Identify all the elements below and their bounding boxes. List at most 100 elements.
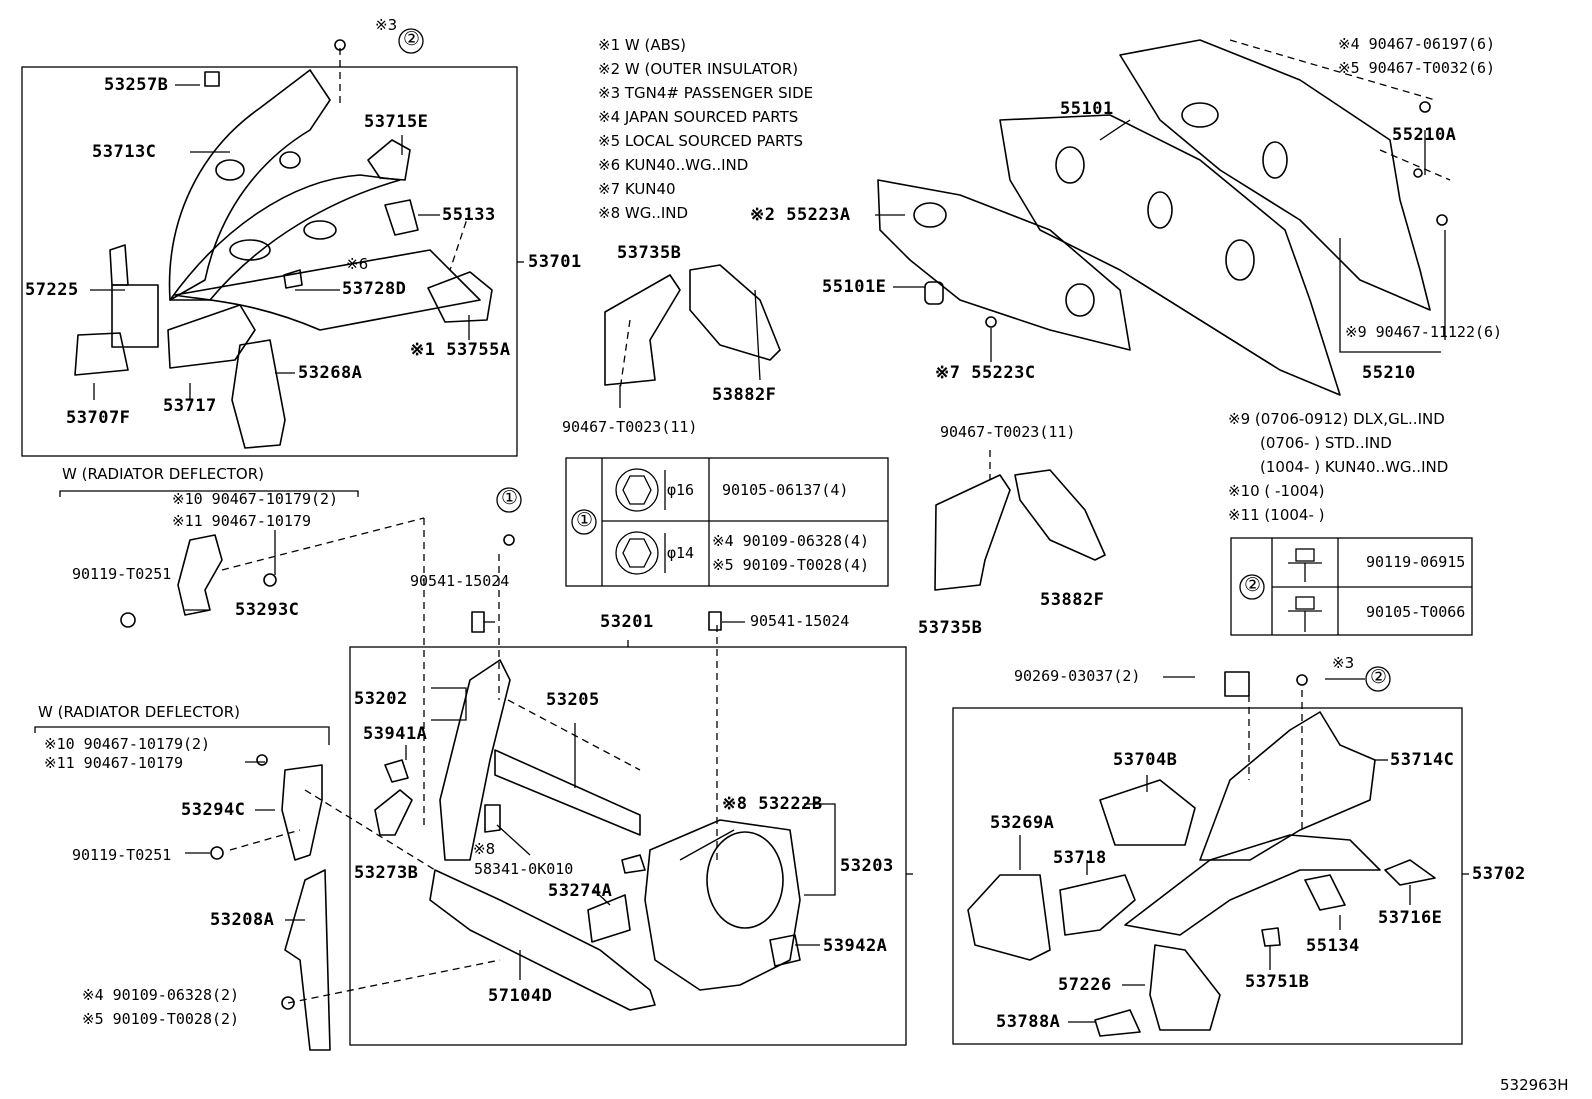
- label-57225: 57225: [25, 280, 79, 300]
- label-53788A: 53788A: [996, 1012, 1061, 1032]
- label-90541-15024-a: 90541-15024: [410, 572, 510, 590]
- label-53942A: 53942A: [823, 936, 888, 956]
- note-mark-6: ※6: [346, 255, 369, 273]
- label-53735B-top: 53735B: [617, 243, 682, 263]
- label-90467-11122: ※9 90467-11122(6): [1345, 323, 1503, 341]
- label-90119-T0251-b: 90119-T0251: [72, 846, 172, 864]
- label-53274A: 53274A: [548, 881, 613, 901]
- note-mark-3-top: ※3: [375, 16, 398, 34]
- label-90467-10179-a: ※11 90467-10179: [172, 512, 311, 530]
- label-90467-T0023-b: 90467-T0023(11): [940, 423, 1076, 441]
- label-90541-15024-b: 90541-15024: [750, 612, 850, 630]
- label-90109-T0028: ※5 90109-T0028(2): [82, 1010, 240, 1028]
- label-55223C: ※7 55223C: [935, 363, 1036, 383]
- table1-part-3: ※5 90109-T0028(4): [712, 556, 870, 574]
- fastener-table-1: [565, 457, 889, 587]
- label-53717: 53717: [163, 396, 217, 416]
- label-53715E: 53715E: [364, 112, 429, 132]
- note-7: ※7 KUN40: [598, 180, 676, 198]
- part-53713C-shape: [168, 69, 331, 301]
- label-90467-T0023-a: 90467-T0023(11): [562, 418, 698, 436]
- part-53701-apron-shape: [174, 249, 481, 331]
- label-55101E: 55101E: [822, 277, 887, 297]
- note-8: ※8 WG..IND: [598, 204, 689, 222]
- part-53202-shape: [439, 659, 511, 861]
- label-53202: 53202: [354, 689, 408, 709]
- label-55101: 55101: [1060, 99, 1114, 119]
- marker-1: ①: [501, 487, 519, 509]
- note-6: ※6 KUN40..WG..IND: [598, 156, 749, 174]
- label-53702: 53702: [1472, 864, 1526, 884]
- label-53704B: 53704B: [1113, 750, 1178, 770]
- note-1: ※1 W (ABS): [598, 36, 686, 54]
- note-mark-8: ※8: [473, 840, 496, 858]
- label-53201: 53201: [600, 612, 654, 632]
- label-53882F-top: 53882F: [712, 385, 777, 405]
- label-90269-03037: 90269-03037(2): [1014, 667, 1141, 685]
- label-53293C: 53293C: [235, 600, 300, 620]
- label-53941A: 53941A: [363, 724, 428, 744]
- label-53713C: 53713C: [92, 142, 157, 162]
- label-53718: 53718: [1053, 848, 1107, 868]
- label-55210: 55210: [1362, 363, 1416, 383]
- marker-2-top: ②: [403, 28, 421, 50]
- table2-marker: ②: [1244, 574, 1262, 596]
- label-53273B: 53273B: [354, 863, 419, 883]
- note-4: ※4 JAPAN SOURCED PARTS: [598, 108, 799, 126]
- part-55101-shape: [999, 114, 1341, 396]
- label-57104D: 57104D: [488, 986, 553, 1006]
- label-53728D: 53728D: [342, 279, 407, 299]
- table2-part-2: 90105-T0066: [1366, 603, 1466, 621]
- label-53269A: 53269A: [990, 813, 1055, 833]
- label-53751B: 53751B: [1245, 972, 1310, 992]
- label-53222B: ※8 53222B: [722, 794, 823, 814]
- label-57226: 57226: [1058, 975, 1112, 995]
- label-55210A: 55210A: [1392, 125, 1457, 145]
- part-57104D-shape: [429, 869, 656, 1011]
- label-90119-T0251-a: 90119-T0251: [72, 565, 172, 583]
- group-frame-53702: [952, 707, 1463, 1045]
- table1-dia-16: φ16: [667, 481, 695, 499]
- label-53294C: 53294C: [181, 800, 246, 820]
- note-mark-3-right: ※3: [1332, 654, 1355, 672]
- label-55133: 55133: [442, 205, 496, 225]
- table1-marker: ①: [576, 509, 594, 531]
- group-frame-53701: [21, 66, 518, 457]
- label-53268A: 53268A: [298, 363, 363, 383]
- diagram-id: 532963H: [1500, 1076, 1569, 1094]
- fastener-table-2: [1230, 537, 1473, 636]
- note-11: ※11 (1004- ): [1228, 506, 1325, 524]
- label-90467-T0032: ※5 90467-T0032(6): [1338, 59, 1496, 77]
- label-90467-10179-2-b: ※10 90467-10179(2): [44, 735, 211, 753]
- note-3: ※3 TGN4# PASSENGER SIDE: [598, 84, 814, 102]
- note-9c: (1004- ) KUN40..WG..IND: [1260, 458, 1449, 476]
- label-53701: 53701: [528, 252, 582, 272]
- table1-part-2: ※4 90109-06328(4): [712, 532, 870, 550]
- table2-part-1: 90119-06915: [1366, 553, 1466, 571]
- table1-dia-14: φ14: [667, 544, 695, 562]
- label-53208A: 53208A: [210, 910, 275, 930]
- marker-2-right: ②: [1370, 666, 1388, 688]
- label-53882F-bottom: 53882F: [1040, 590, 1105, 610]
- table1-part-1: 90105-06137(4): [722, 481, 849, 499]
- label-53735B-bottom: 53735B: [918, 618, 983, 638]
- part-53203-shape: [644, 819, 801, 991]
- label-90109-06328: ※4 90109-06328(2): [82, 986, 240, 1004]
- label-90467-10179-b: ※11 90467-10179: [44, 754, 183, 772]
- label-90467-10179-2-a: ※10 90467-10179(2): [172, 490, 339, 508]
- part-53205-shape: [494, 749, 641, 836]
- note-2: ※2 W (OUTER INSULATOR): [598, 60, 799, 78]
- label-53755A: ※1 53755A: [410, 340, 511, 360]
- part-53714C-shape: [1199, 711, 1376, 861]
- label-radiator-deflector-1: W (RADIATOR DEFLECTOR): [62, 465, 264, 483]
- label-53257B: 53257B: [104, 75, 169, 95]
- group-frame-53201: [349, 646, 907, 1046]
- label-53707F: 53707F: [66, 408, 131, 428]
- label-radiator-deflector-2: W (RADIATOR DEFLECTOR): [38, 703, 240, 721]
- label-53205: 53205: [546, 690, 600, 710]
- note-9: ※9 (0706-0912) DLX,GL..IND: [1228, 410, 1445, 428]
- note-5: ※5 LOCAL SOURCED PARTS: [598, 132, 803, 150]
- label-53714C: 53714C: [1390, 750, 1455, 770]
- label-90467-06197: ※4 90467-06197(6): [1338, 35, 1496, 53]
